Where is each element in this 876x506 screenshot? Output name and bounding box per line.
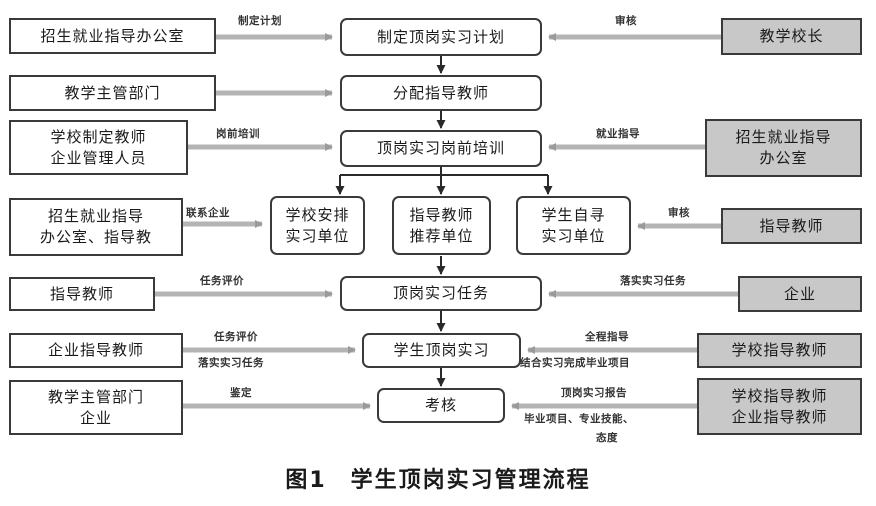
right-node-admissions-office: 招生就业指导 办公室 — [705, 119, 862, 177]
node-internship: 学生顶岗实习 — [362, 333, 521, 368]
right-node-enterprise: 企业 — [738, 276, 862, 312]
left-node-guide-teacher: 指导教师 — [9, 277, 155, 311]
right-node-school-enterprise-teachers: 学校指导教师 企业指导教师 — [697, 378, 862, 435]
edge-label-pre-training: 岗前培训 — [216, 128, 260, 140]
edge-label-employment-guidance: 就业指导 — [596, 128, 640, 140]
node-task: 顶岗实习任务 — [340, 276, 542, 311]
left-node-admissions-teachers: 招生就业指导 办公室、指导教 — [9, 198, 183, 256]
edge-label-graduation-project: 结合实习完成毕业项目 — [520, 357, 630, 369]
edge-label-make-plan: 制定计划 — [238, 15, 282, 27]
right-node-principal: 教学校长 — [721, 18, 862, 55]
right-node-school-teacher: 学校指导教师 — [697, 333, 862, 368]
edge-label-internship-report: 顶岗实习报告 — [561, 387, 627, 399]
edge-label-project-skills: 毕业项目、专业技能、 — [524, 413, 634, 425]
edge-label-attitude: 态度 — [596, 432, 618, 444]
edge-label-full-guidance: 全程指导 — [585, 331, 629, 343]
edge-label-implement-task-2: 落实实习任务 — [198, 357, 264, 369]
edge-label-review-principal: 审核 — [615, 15, 637, 27]
edge-label-implement-task: 落实实习任务 — [620, 275, 686, 287]
node-unit-school: 学校安排 实习单位 — [270, 196, 365, 255]
right-node-guide-teacher: 指导教师 — [721, 208, 862, 244]
edge-label-contact-enterprise: 联系企业 — [186, 207, 230, 219]
edge-label-task-evaluation-2: 任务评价 — [214, 331, 258, 343]
main-flow-arrows — [335, 56, 553, 387]
left-node-school-teachers: 学校制定教师 企业管理人员 — [9, 120, 188, 175]
left-arrows — [155, 33, 371, 410]
edge-label-task-evaluation: 任务评价 — [200, 275, 244, 287]
right-arrows — [511, 33, 738, 410]
left-node-admissions-office: 招生就业指导办公室 — [9, 18, 216, 54]
node-unit-student: 学生自寻 实习单位 — [516, 196, 631, 255]
left-node-academic-dept: 教学主管部门 — [9, 75, 216, 111]
edge-label-review-teacher: 审核 — [668, 207, 690, 219]
node-assess: 考核 — [377, 388, 505, 423]
left-node-enterprise-teacher: 企业指导教师 — [9, 333, 183, 368]
edge-label-appraisal: 鉴定 — [230, 387, 252, 399]
node-plan: 制定顶岗实习计划 — [340, 18, 542, 56]
node-unit-teacher: 指导教师 推荐单位 — [392, 196, 491, 255]
node-pre-training: 顶岗实习岗前培训 — [340, 130, 542, 167]
node-assign-teacher: 分配指导教师 — [340, 75, 542, 111]
figure-caption: 图1 学生顶岗实习管理流程 — [285, 468, 591, 493]
left-node-academic-enterprise: 教学主管部门 企业 — [9, 380, 183, 435]
